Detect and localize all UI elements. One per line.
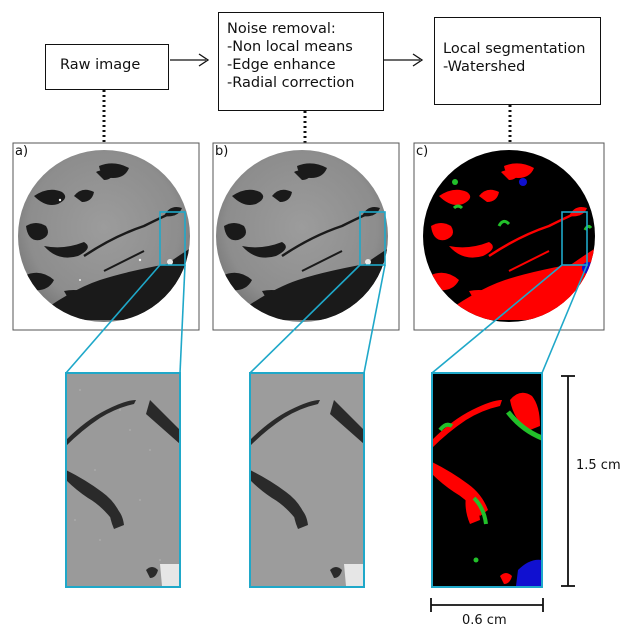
step-seg-line-2: -Watershed bbox=[443, 59, 526, 75]
scale-label-vertical: 1.5 cm bbox=[576, 458, 621, 473]
step-raw-image-box: Raw image bbox=[45, 44, 169, 90]
zoom-lines-a bbox=[65, 264, 186, 374]
scale-bar-vertical bbox=[561, 375, 575, 587]
panel-label-c: c) bbox=[416, 144, 429, 159]
zoom-box-b bbox=[359, 211, 386, 266]
flow-arrow-1 bbox=[170, 53, 210, 67]
step-segmentation-box: Local segmentation -Watershed bbox=[434, 17, 601, 105]
zoom-lines-b bbox=[249, 264, 386, 374]
step-noise-line-4: -Radial correction bbox=[227, 75, 355, 91]
flow-arrow-2 bbox=[384, 53, 424, 67]
step-noise-line-3: -Edge enhance bbox=[227, 57, 336, 73]
zoom-box-c bbox=[561, 211, 588, 266]
disk-segmented bbox=[423, 150, 595, 322]
panel-label-a: a) bbox=[15, 144, 29, 159]
step-noise-removal-box: Noise removal: -Non local means -Edge en… bbox=[218, 12, 384, 111]
zoom-lines-c bbox=[431, 264, 588, 374]
step-noise-line-2: -Non local means bbox=[227, 39, 353, 55]
step-seg-line-1: Local segmentation bbox=[443, 41, 586, 57]
step-noise-line-1: Noise removal: bbox=[227, 21, 336, 37]
zoom-view-raw bbox=[65, 372, 181, 588]
zoom-view-filtered bbox=[249, 372, 365, 588]
scale-bar-horizontal bbox=[430, 598, 544, 612]
step-raw-line-1: Raw image bbox=[60, 57, 141, 73]
zoom-view-segmented bbox=[431, 372, 543, 588]
scale-label-horizontal: 0.6 cm bbox=[462, 613, 507, 628]
panel-label-b: b) bbox=[215, 144, 229, 159]
zoom-box-a bbox=[159, 211, 186, 266]
